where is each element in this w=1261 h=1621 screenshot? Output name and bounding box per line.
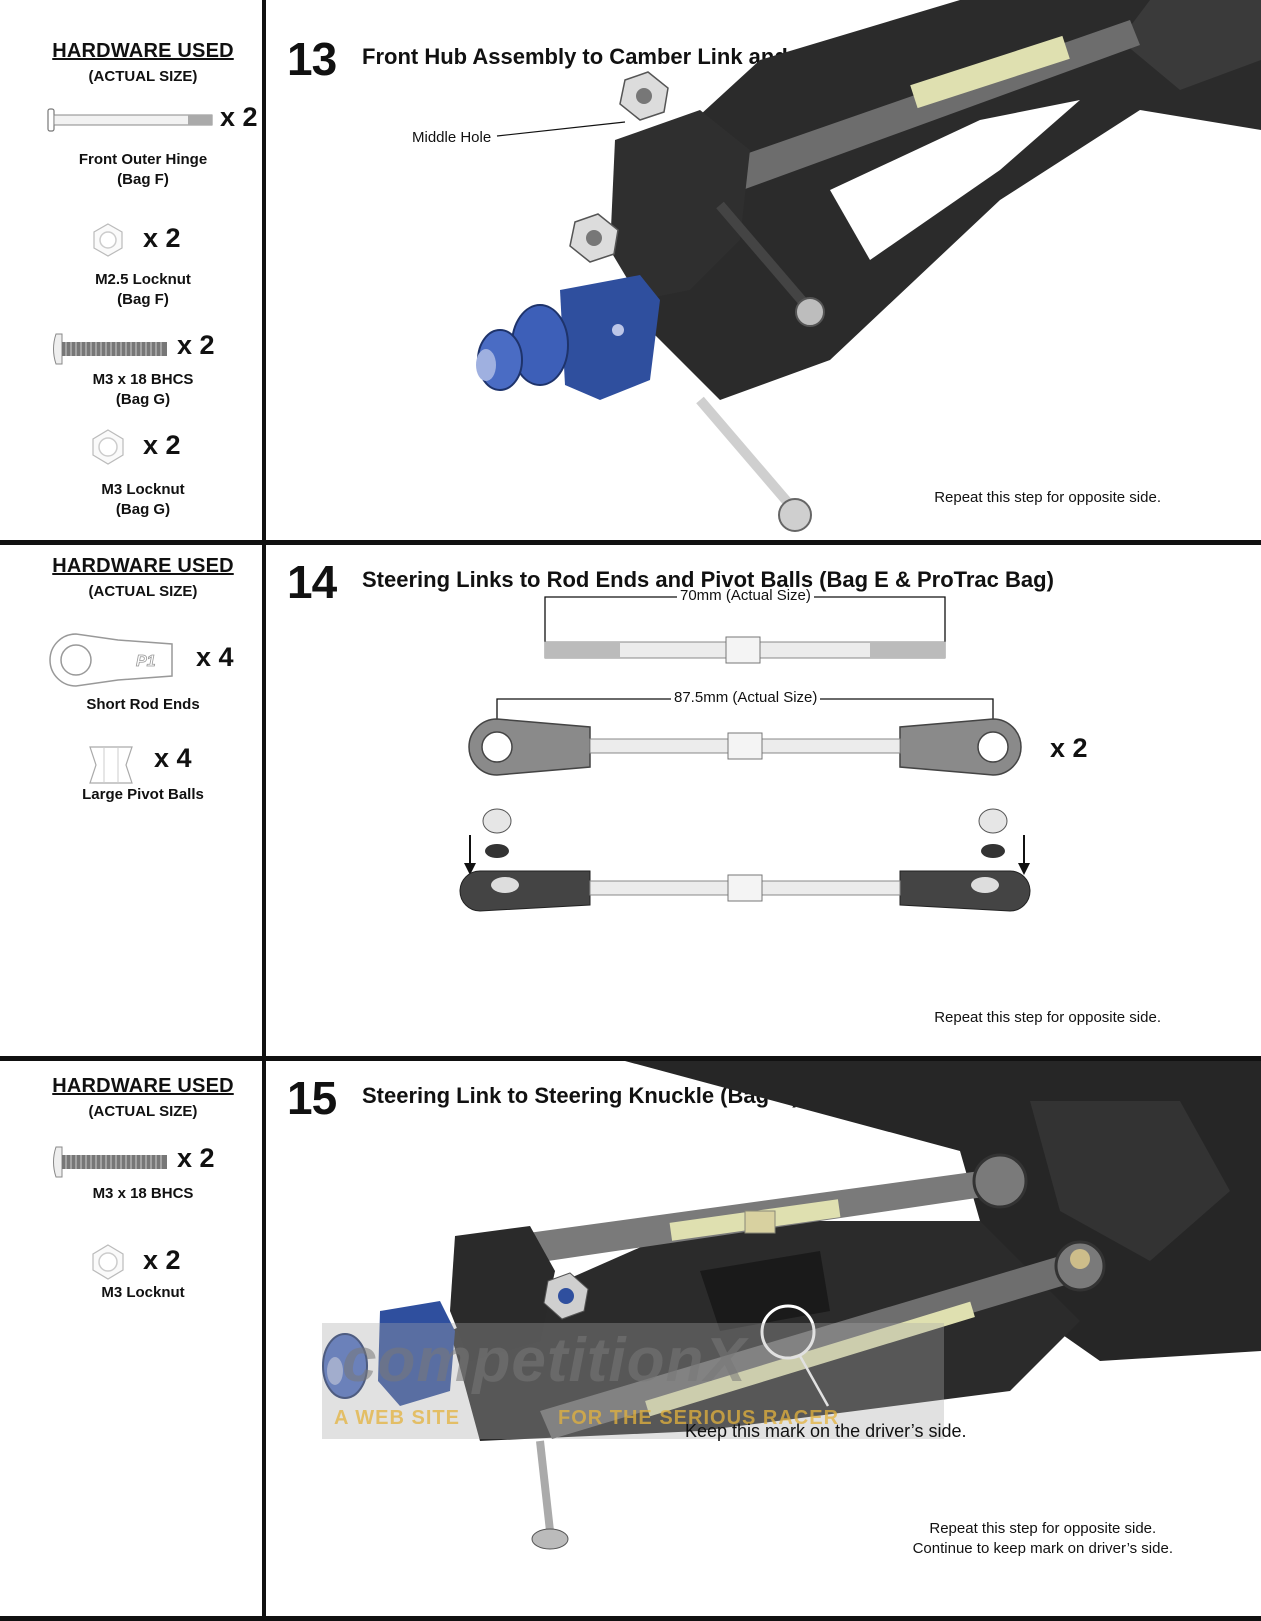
callout-keep-mark: Keep this mark on the driver’s side. xyxy=(685,1421,967,1441)
screw-icon xyxy=(53,1146,167,1178)
watermark-tagline-left: A WEB SITE xyxy=(334,1407,460,1429)
hardware-subheading: (ACTUAL SIZE) xyxy=(88,68,198,85)
dimension-87-5mm: 87.5mm (Actual Size) xyxy=(671,689,821,706)
steering-links-illustration xyxy=(459,596,1031,912)
divider xyxy=(262,545,266,1060)
hardware-qty: x 4 xyxy=(196,642,234,672)
hardware-label: Short Rod Ends xyxy=(86,696,200,713)
hardware-label: M3 Locknut xyxy=(101,1284,185,1301)
callout-middle-hole: Middle Hole xyxy=(412,129,492,146)
locknut-icon xyxy=(93,223,123,257)
repeat-note: Repeat this step for opposite side. Cont… xyxy=(912,1520,1173,1557)
hardware-qty: x 2 xyxy=(143,223,181,253)
hardware-panel-13: HARDWARE USED (ACTUAL SIZE) x 2 Front Ou… xyxy=(0,0,262,545)
dimension-70mm: 70mm (Actual Size) xyxy=(677,587,814,604)
hardware-label: Front Outer Hinge (Bag F) xyxy=(78,151,208,188)
hardware-heading: HARDWARE USED xyxy=(52,555,234,577)
hardware-qty: x 2 xyxy=(177,330,215,360)
locknut-icon xyxy=(92,429,124,465)
section-divider xyxy=(0,1616,1261,1621)
hardware-panel-14: HARDWARE USED (ACTUAL SIZE) P1 x 4 Short… xyxy=(0,545,262,1060)
screw-icon xyxy=(53,333,167,365)
hardware-qty: x 4 xyxy=(154,743,192,773)
step-number: 15 xyxy=(287,1072,337,1124)
step-15-section: HARDWARE USED (ACTUAL SIZE) x 2 M3 x 18 … xyxy=(0,1061,1261,1621)
hardware-heading: HARDWARE USED xyxy=(52,1075,234,1097)
locknut-icon xyxy=(92,1244,124,1280)
hardware-qty: x 2 xyxy=(143,1245,181,1275)
hardware-qty: x 2 xyxy=(220,102,258,132)
section-divider xyxy=(0,1056,1261,1061)
repeat-note: Repeat this step for opposite side. xyxy=(934,489,1161,506)
divider xyxy=(262,1061,266,1621)
step-14-section: HARDWARE USED (ACTUAL SIZE) P1 x 4 Short… xyxy=(0,545,1261,1060)
repeat-note: Repeat this step for opposite side. xyxy=(934,1009,1161,1026)
hardware-heading: HARDWARE USED xyxy=(52,40,234,62)
assembly-qty: x 2 xyxy=(1050,733,1088,763)
hardware-label: M3 x 18 BHCS (Bag G) xyxy=(92,371,194,408)
hardware-label: Large Pivot Balls xyxy=(82,786,204,803)
hardware-label: M3 Locknut (Bag G) xyxy=(101,481,185,518)
hardware-subheading: (ACTUAL SIZE) xyxy=(88,583,198,600)
rod-end-icon: P1 xyxy=(49,633,173,687)
hardware-label: M2.5 Locknut (Bag F) xyxy=(95,271,191,308)
hardware-panel-15: HARDWARE USED (ACTUAL SIZE) x 2 M3 x 18 … xyxy=(0,1061,262,1621)
hardware-qty: x 2 xyxy=(177,1143,215,1173)
watermark-tagline-right: FOR THE SERIOUS RACER xyxy=(558,1407,840,1429)
front-hub-assembly-illustration xyxy=(476,0,1261,532)
step-13-section: HARDWARE USED (ACTUAL SIZE) x 2 Front Ou… xyxy=(0,0,1261,545)
watermark-brand: competitionX xyxy=(342,1326,747,1395)
hardware-subheading: (ACTUAL SIZE) xyxy=(88,1103,198,1120)
step-number: 13 xyxy=(287,33,337,85)
divider xyxy=(262,0,266,545)
watermark: competitionX A WEB SITE FOR THE SERIOUS … xyxy=(322,1323,944,1439)
steering-link-knuckle-illustration xyxy=(322,1061,1261,1550)
hardware-label: M3 x 18 BHCS xyxy=(92,1185,194,1202)
step-number: 14 xyxy=(287,556,337,608)
hinge-pin-icon xyxy=(47,108,213,132)
p1-logo: P1 xyxy=(136,653,156,670)
section-divider xyxy=(0,540,1261,545)
hardware-qty: x 2 xyxy=(143,430,181,460)
pivot-ball-icon xyxy=(89,746,133,784)
